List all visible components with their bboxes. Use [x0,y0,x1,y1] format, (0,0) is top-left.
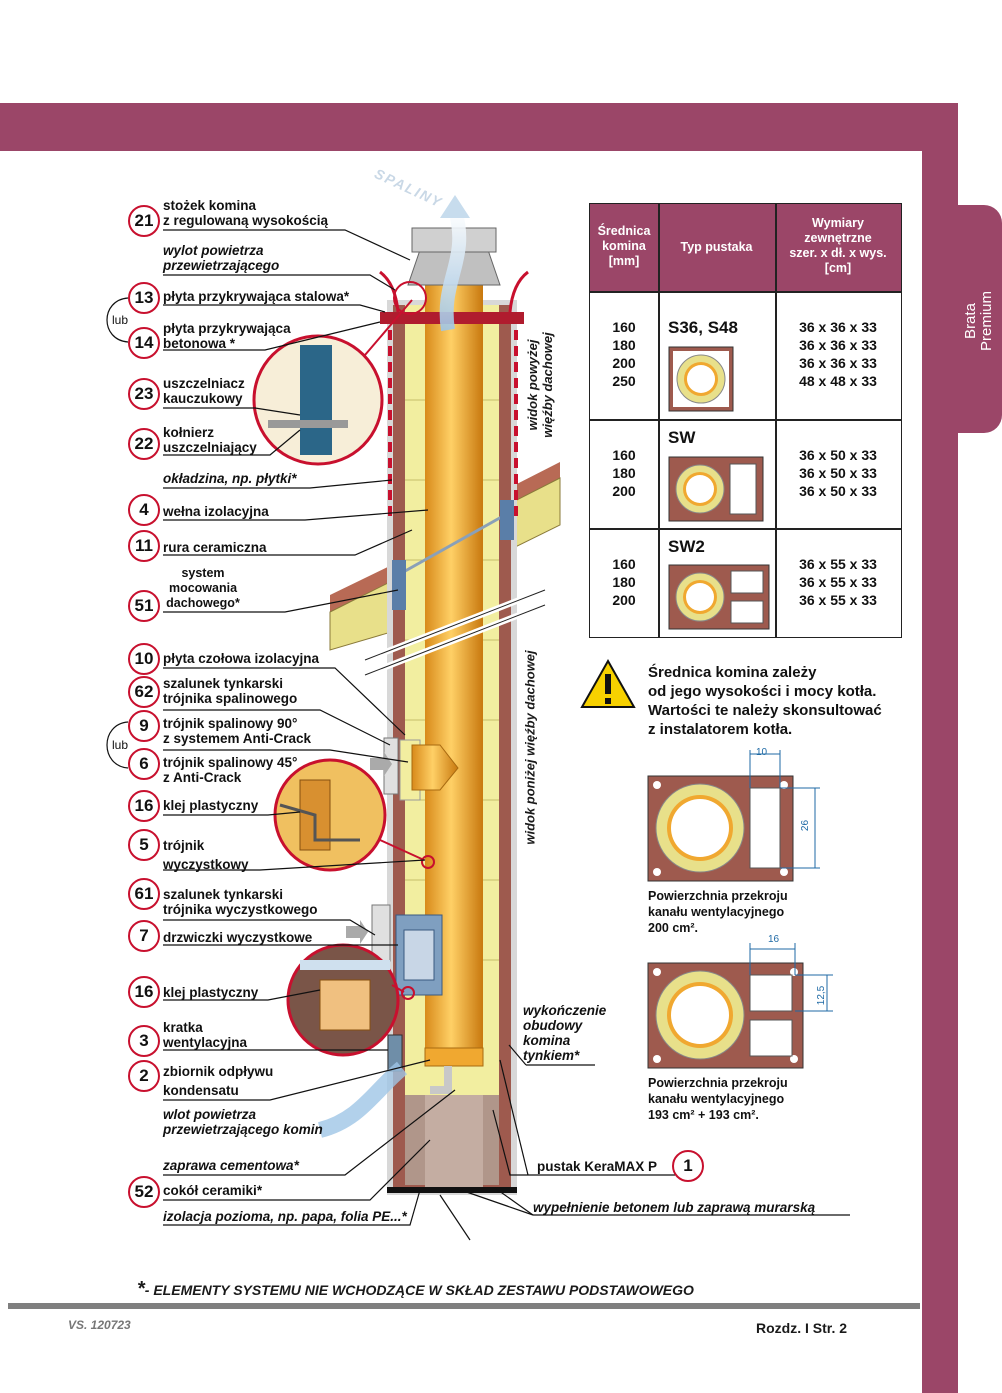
label-10: płyta czołowa izolacyjna [163,651,320,666]
number-3: 3 [128,1025,160,1057]
label-zaprawa: zaprawa cementowa* [163,1158,299,1173]
flue-tee [411,744,459,791]
number-11: 11 [128,530,160,562]
number-62: 62 [128,676,160,708]
number-10: 10 [128,643,160,675]
block-s36-icon [668,346,734,412]
number-7: 7 [128,920,160,952]
number-52: 52 [128,1176,160,1208]
number-21: 21 [128,205,160,237]
label-16a: klej plastyczny [163,798,259,813]
label-7: drzwiczki wyczystkowe [163,930,313,945]
row2-type: SW [668,428,696,447]
dim-10: 10 [756,747,768,758]
number-61: 61 [128,878,160,910]
number-13: 13 [128,282,160,314]
row3-type: SW2 [668,537,705,556]
row1-type: S36, S48 [668,318,738,337]
bottom-rule [8,1303,920,1309]
number-51: 51 [128,590,160,622]
number-22: 22 [128,428,160,460]
warning-icon [580,658,636,708]
detail-callout-glue2 [286,943,415,1057]
number-5: 5 [128,829,160,861]
flue-gas-arrow-head [440,195,470,218]
flue-gas-arrow [439,207,467,332]
leader-lines [163,229,850,1241]
label-1: pustak KeraMAX P [537,1159,658,1174]
label-6: trójnik spalinowy 45°z Anti-Crack [163,755,298,785]
condensate-trap [424,1047,484,1067]
header-type: Typ pustaka [680,240,753,254]
label-16b: klej plastyczny [163,985,259,1000]
label-52: cokół ceramiki* [163,1183,263,1198]
detail-callout-glue1 [273,758,435,872]
label-okladzina: okładzina, np. płytki* [163,471,297,486]
dim-26: 26 [800,819,812,832]
label-wypelnienie: wypełnienie betonem lub zaprawą murarską [533,1200,816,1215]
lub-label-top: lub [112,313,129,327]
table-header [590,204,901,292]
block-sw2-icon [668,564,770,630]
dim-16: 16 [768,934,780,945]
number-16a: 16 [128,790,160,822]
label-9: trójnik spalinowy 90°z systemem Anti-Cra… [163,716,312,746]
number-6: 6 [128,748,160,780]
number-23: 23 [128,378,160,410]
cross-section-sw2 [647,943,833,1069]
air-inflow-arrow [317,1061,408,1138]
label-13: płyta przykrywająca stalowa* [163,289,350,304]
number-14: 14 [128,327,160,359]
cross-section-sw [647,750,820,882]
block-sw-icon [668,456,764,522]
footnote: *- ELEMENTY SYSTEMU NIE WCHODZĄCE W SKŁA… [137,1278,694,1300]
detail-callout-top [252,281,427,466]
label-11: rura ceramiczna [163,540,267,555]
page-number: Rozdz. I Str. 2 [756,1320,848,1336]
number-16b: 16 [128,976,160,1008]
dim-12-5: 12,5 [816,985,828,1006]
brand-tab [955,205,1002,433]
number-1: 1 [672,1150,704,1182]
right-side-band [922,103,958,1393]
header-band [0,103,958,151]
roof-mount-bracket [392,560,406,610]
version-label: VS. 120723 [68,1318,131,1332]
label-izolacja: izolacja pozioma, np. papa, folia PE...* [163,1209,407,1224]
view-below-label: widok poniżej więźby dachowej [522,650,538,845]
horizontal-insulation [387,1187,517,1193]
number-2: 2 [128,1060,160,1092]
label-4: wełna izolacyjna [163,504,269,519]
number-4: 4 [128,494,160,526]
lub-label-bottom: lub [112,738,129,752]
number-9: 9 [128,710,160,742]
